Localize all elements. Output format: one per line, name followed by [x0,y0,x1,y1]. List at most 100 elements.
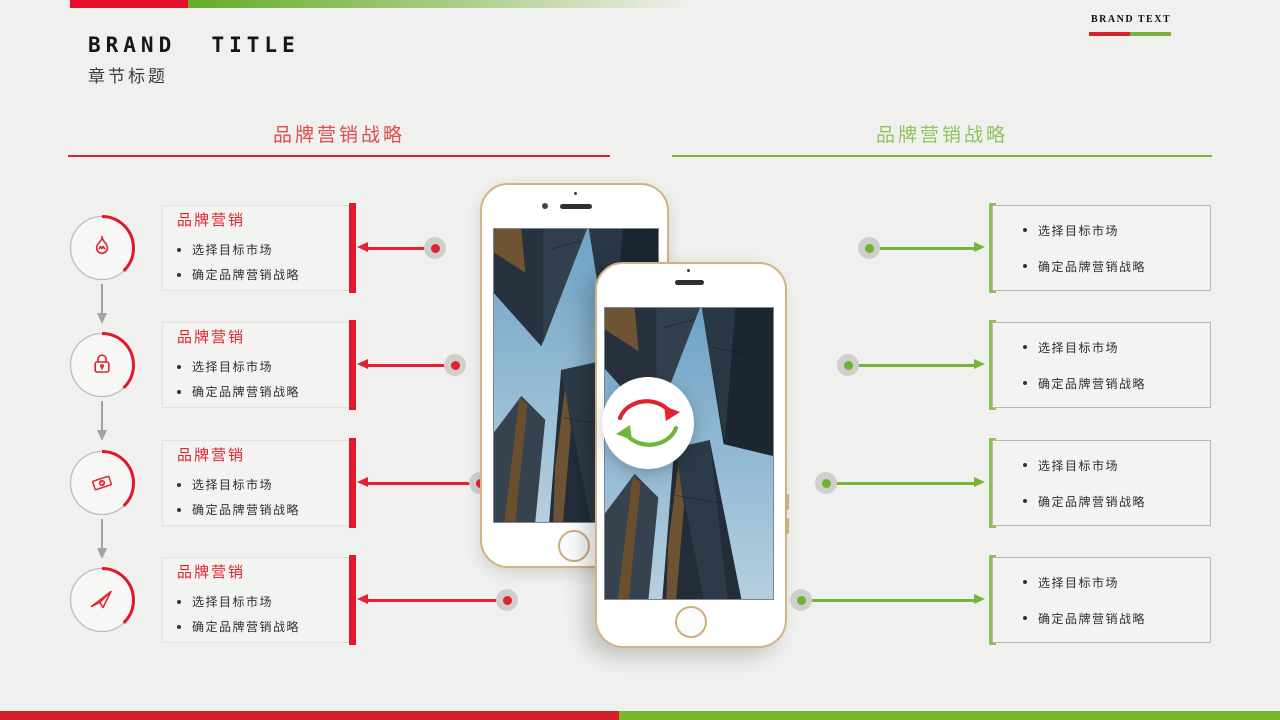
left-arrow-endpoint [496,589,518,611]
bullet-dot [1023,264,1027,268]
bullet-text: 确定品牌营销战略 [192,620,301,634]
bullet-dot [177,624,181,629]
left-section-heading: 品牌营销战略 [272,125,405,146]
bullet-dot [1023,580,1027,584]
step-circle-2 [69,332,135,398]
svg-text:$: $ [100,480,105,487]
bullet-text: 确定品牌营销战略 [1038,494,1147,509]
step-circle-1 [69,215,135,281]
right-arrow-endpoint [815,472,837,494]
sync-icon [602,377,694,469]
left-box-accent-bar [349,555,356,645]
right-item-box-3: 选择目标市场 确定品牌营销战略 [992,440,1211,526]
bullet-dot [177,272,181,277]
brand-text-bar-red [1089,32,1130,36]
bullet-text: 选择目标市场 [1038,575,1120,590]
right-arrow-head [974,477,985,487]
left-item-box-2: 品牌营销 选择目标市场 确定品牌营销战略 [162,322,350,408]
left-box-accent-bar [349,438,356,528]
left-arrow-endpoint [444,354,466,376]
flame-icon [95,235,109,255]
banknote-icon: $ [92,475,112,491]
bullet-dot [1023,345,1027,349]
left-arrow-head [357,242,368,252]
bullet-dot [177,247,181,252]
phone-camera [542,203,548,209]
phone-mockup-front [595,262,789,648]
bullet-text: 确定品牌营销战略 [192,503,301,517]
bullet-text: 选择目标市场 [192,478,274,492]
lock-icon [94,354,110,373]
left-item-box-1: 品牌营销 选择目标市场 确定品牌营销战略 [162,205,350,291]
home-button [675,606,707,638]
right-arrow-endpoint [837,354,859,376]
bottom-bar-red [0,711,619,720]
bullet-text: 选择目标市场 [192,243,274,257]
right-arrow-line [801,599,978,602]
left-item-box-3: 品牌营销 选择目标市场 确定品牌营销战略 [162,440,350,526]
left-arrow-endpoint [424,237,446,259]
phone-side-button [785,518,789,534]
bullet-dot [177,364,181,369]
bullet-text: 选择目标市场 [192,595,274,609]
bullet-dot [177,599,181,604]
page-title: BRAND TITLE [88,33,300,57]
right-arrow-head [974,594,985,604]
left-item-title: 品牌营销 [177,564,246,581]
bullet-dot [1023,463,1027,467]
right-arrow-line [826,482,978,485]
phone-sensor-dot [687,269,690,272]
down-arrow-icon [95,284,109,329]
phone-speaker [560,204,592,209]
bullet-text: 确定品牌营销战略 [1038,376,1147,391]
bullet-text: 确定品牌营销战略 [1038,611,1147,626]
left-item-title: 品牌营销 [177,212,246,229]
right-arrow-line [848,364,978,367]
left-arrow-line [367,482,474,485]
bullet-dot [1023,228,1027,232]
left-arrow-line [367,364,449,367]
right-arrow-head [974,242,985,252]
home-button [558,530,590,562]
down-arrow-icon [95,519,109,564]
bullet-dot [1023,616,1027,620]
bullet-dot [1023,381,1027,385]
left-arrow-head [357,594,368,604]
step-circle-3: $ [69,450,135,516]
right-arrow-line [869,247,978,250]
right-item-box-1: 选择目标市场 确定品牌营销战略 [992,205,1211,291]
top-bar-green [188,0,693,8]
top-bar-red [70,0,188,8]
right-item-box-4: 选择目标市场 确定品牌营销战略 [992,557,1211,643]
bullet-text: 确定品牌营销战略 [192,268,301,282]
left-arrow-line [367,247,429,250]
left-arrow-line [367,599,501,602]
bullet-dot [177,482,181,487]
right-arrow-endpoint [790,589,812,611]
brand-text-bar-green [1130,32,1171,36]
step-circle-4 [69,567,135,633]
bottom-bar-green [619,711,1280,720]
bullet-dot [1023,499,1027,503]
bullet-dot [177,389,181,394]
left-item-title: 品牌营销 [177,329,246,346]
bullet-text: 选择目标市场 [1038,223,1120,238]
right-section-underline [672,155,1212,157]
right-section-heading: 品牌营销战略 [875,125,1008,146]
left-arrow-head [357,359,368,369]
right-arrow-endpoint [858,237,880,259]
bullet-text: 选择目标市场 [1038,340,1120,355]
down-arrow-icon [95,401,109,446]
left-item-box-4: 品牌营销 选择目标市场 确定品牌营销战略 [162,557,350,643]
phone-side-button [785,494,789,510]
left-arrow-head [357,477,368,487]
left-item-title: 品牌营销 [177,447,246,464]
bullet-text: 选择目标市场 [192,360,274,374]
brand-text-label: BRAND TEXT [1091,14,1172,25]
right-item-box-2: 选择目标市场 确定品牌营销战略 [992,322,1211,408]
left-box-accent-bar [349,203,356,293]
bullet-text: 确定品牌营销战略 [192,385,301,399]
phone-speaker [675,280,704,285]
left-box-accent-bar [349,320,356,410]
